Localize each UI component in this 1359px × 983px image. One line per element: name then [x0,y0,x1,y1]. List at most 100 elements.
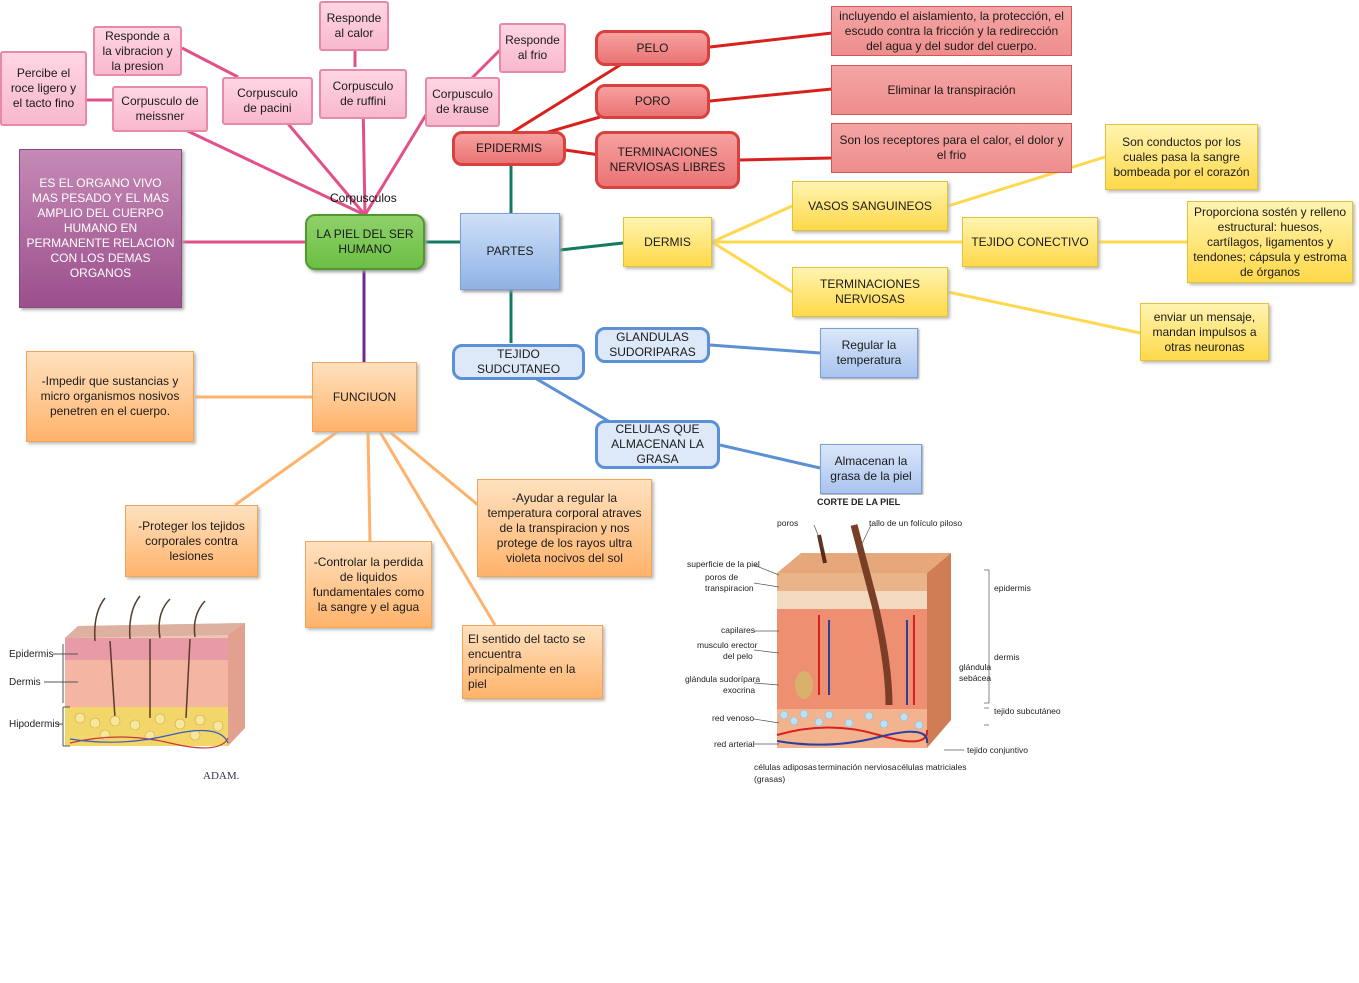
funcion-item-1[interactable]: -Impedir que sustancias y micro organism… [26,351,194,442]
skin-layers-illustration: Epidermis Dermis Hipodermis ADAM. [0,593,260,783]
figure-right-label-poros: poros [777,518,798,528]
skin-cross-section-svg: CORTE DE LA PIEL [685,497,1061,784]
definition-box[interactable]: ES EL ORGANO VIVO MAS PESADO Y EL MAS AM… [19,149,182,308]
terminaciones-nerviosas-label: TERMINACIONES NERVIOSAS [819,277,920,306]
celulas-grasa-label: CELULAS QUE ALMACENAN LA GRASA [611,422,704,466]
pacini-label: Corpusculo de pacini [237,86,298,115]
epidermis-label: EPIDERMIS [475,141,542,155]
ruffini-function-text: Responde al calor [326,11,382,40]
meissner-function[interactable]: Percibe el roce ligero y el tacto fino [0,51,87,126]
figure-right-label-musculo-1: musculo erector [697,640,758,650]
krause-function[interactable]: Responde al frio [499,23,566,73]
figure-right-label-dermis: dermis [994,652,1020,662]
poro-node[interactable]: PORO [595,84,710,119]
vasos-desc[interactable]: Son conductos por los cuales pasa la san… [1105,124,1258,190]
meissner-label: Corpusculo de meissner [121,94,199,123]
subcutaneo-node[interactable]: TEJIDO SUDCUTANEO [452,344,585,380]
glandulas-node[interactable]: GLANDULAS SUDORIPARAS [595,327,710,363]
terminaciones-libres-node[interactable]: TERMINACIONES NERVIOSAS LIBRES [595,131,740,189]
tejido-conectivo-desc[interactable]: Proporciona sostén y relleno estructural… [1187,201,1353,283]
tejido-conectivo-label: TEJIDO CONECTIVO [971,234,1089,249]
glandulas-label: GLANDULAS SUDORIPARAS [609,330,696,359]
krause-label: Corpusculo de krause [432,87,493,116]
figure-right-label-capilares: capilares [721,625,755,635]
figure-right-label-red-arterial: red arterial [714,739,755,749]
figure-right-title: CORTE DE LA PIEL [817,497,901,507]
meissner-function-text: Percibe el roce ligero y el tacto fino [10,66,77,110]
tejido-conectivo-desc-text: Proporciona sostén y relleno estructural… [1193,204,1347,279]
celulas-grasa-desc-text: Almacenan la grasa de la piel [830,454,912,483]
poro-desc-text: Eliminar la transpiración [887,82,1016,97]
funcion-item-5-text: -Ayudar a regular la temperatura corpora… [487,490,642,565]
adam-credit: ADAM. [203,770,240,782]
corpusculos-label: Corpusculos [330,191,397,205]
glandulas-desc[interactable]: Regular la temperatura [820,328,918,378]
ruffini-label: Corpusculo de ruffini [332,79,394,108]
krause-node[interactable]: Corpusculo de krause [425,77,500,127]
figure-right-label-glandula-seb-1: glándula [959,662,991,672]
glandulas-desc-text: Regular la temperatura [836,338,902,367]
dermis-node[interactable]: DERMIS [623,217,712,267]
celulas-grasa-node[interactable]: CELULAS QUE ALMACENAN LA GRASA [595,420,720,469]
figure-right-label-poros-transp-1: poros de [705,572,738,582]
tejido-conectivo-node[interactable]: TEJIDO CONECTIVO [962,217,1098,267]
figure-right-label-epidermis: epidermis [994,583,1031,593]
figure-right-label-superficie: superficie de la piel [687,559,760,569]
figure-left-label-hipodermis: Hipodermis [9,719,60,730]
pacini-function-text: Responde a la vibracion y la presion [102,28,173,73]
figure-right-label-tejido-conjuntivo: tejido conjuntivo [967,745,1028,755]
terminaciones-nerviosas-node[interactable]: TERMINACIONES NERVIOSAS [792,267,948,317]
terminaciones-libres-desc[interactable]: Son los receptores para el calor, el dol… [831,123,1072,173]
subcutaneo-label: TEJIDO SUDCUTANEO [476,347,561,376]
skin-layers-svg: Epidermis Dermis Hipodermis ADAM. [9,595,245,782]
poro-desc[interactable]: Eliminar la transpiración [831,65,1072,115]
funcion-item-5[interactable]: -Ayudar a regular la temperatura corpora… [477,479,652,577]
terminaciones-nerviosas-desc[interactable]: enviar un mensaje, mandan impulsos a otr… [1140,303,1269,361]
figure-right-label-tallo: tallo de un folículo piloso [869,518,962,528]
figure-right-label-celulas-2: (grasas) [754,774,785,784]
pacini-function[interactable]: Responde a la vibracion y la presion [93,26,182,76]
terminaciones-libres-desc-text: Son los receptores para el calor, el dol… [839,133,1064,162]
pelo-desc-text: incluyendo el aislamiento, la protección… [839,8,1064,53]
pelo-label: PELO [636,40,669,55]
partes-node[interactable]: PARTES [460,213,560,290]
figure-right-label-poros-transp-2: transpiracion [705,583,754,593]
figure-right-label-glandula-seb-2: sebácea [959,673,991,683]
definition-text: ES EL ORGANO VIVO MAS PESADO Y EL MAS AM… [26,176,175,280]
terminaciones-nerviosas-desc-text: enviar un mensaje, mandan impulsos a otr… [1152,309,1257,354]
vasos-desc-text: Son conductos por los cuales pasa la san… [1113,134,1250,179]
funcion-label: FUNCIUON [332,389,397,404]
central-node[interactable]: LA PIEL DEL SER HUMANO [305,214,425,270]
funcion-item-3[interactable]: -Controlar la perdida de liquidos fundam… [305,541,432,628]
pacini-node[interactable]: Corpusculo de pacini [222,77,313,125]
central-label: LA PIEL DEL SER HUMANO [316,227,414,256]
figure-right-label-tejido-subcutaneo: tejido subcutáneo [994,706,1061,716]
funcion-item-3-text: -Controlar la perdida de liquidos fundam… [312,554,425,614]
celulas-grasa-desc[interactable]: Almacenan la grasa de la piel [820,444,922,494]
pelo-desc[interactable]: incluyendo el aislamiento, la protección… [831,6,1072,56]
figure-left-label-dermis: Dermis [9,677,41,688]
krause-function-text: Responde al frio [505,33,560,62]
figure-right-label-terminacion: terminación nerviosa [818,762,897,772]
figure-left-label-epidermis: Epidermis [9,649,53,660]
skin-cross-section-illustration: CORTE DE LA PIEL [679,495,1070,787]
figure-right-label-glandula-sud-2: exocrina [723,685,755,695]
funcion-item-2[interactable]: -Proteger los tejidos corporales contra … [125,505,258,577]
meissner-node[interactable]: Corpusculo de meissner [112,86,208,132]
funcion-item-2-text: -Proteger los tejidos corporales contra … [138,518,245,563]
figure-right-label-celulas-1: células adiposas [754,762,817,772]
funcion-item-4-text: El sentido del tacto se encuentra princi… [468,632,586,691]
funcion-node[interactable]: FUNCIUON [312,362,417,432]
funcion-item-1-text: -Impedir que sustancias y micro organism… [40,374,180,418]
ruffini-function[interactable]: Responde al calor [319,1,389,51]
funcion-item-4[interactable]: El sentido del tacto se encuentra princi… [462,625,603,699]
figure-right-label-glandula-sud-1: glándula sudorípara [685,674,760,684]
figure-right-label-red-venoso: red venoso [712,713,754,723]
pelo-node[interactable]: PELO [595,30,710,66]
epidermis-node[interactable]: EPIDERMIS [452,131,566,166]
ruffini-node[interactable]: Corpusculo de ruffini [319,69,407,119]
dermis-label: DERMIS [644,234,691,249]
vasos-node[interactable]: VASOS SANGUINEOS [792,181,948,231]
